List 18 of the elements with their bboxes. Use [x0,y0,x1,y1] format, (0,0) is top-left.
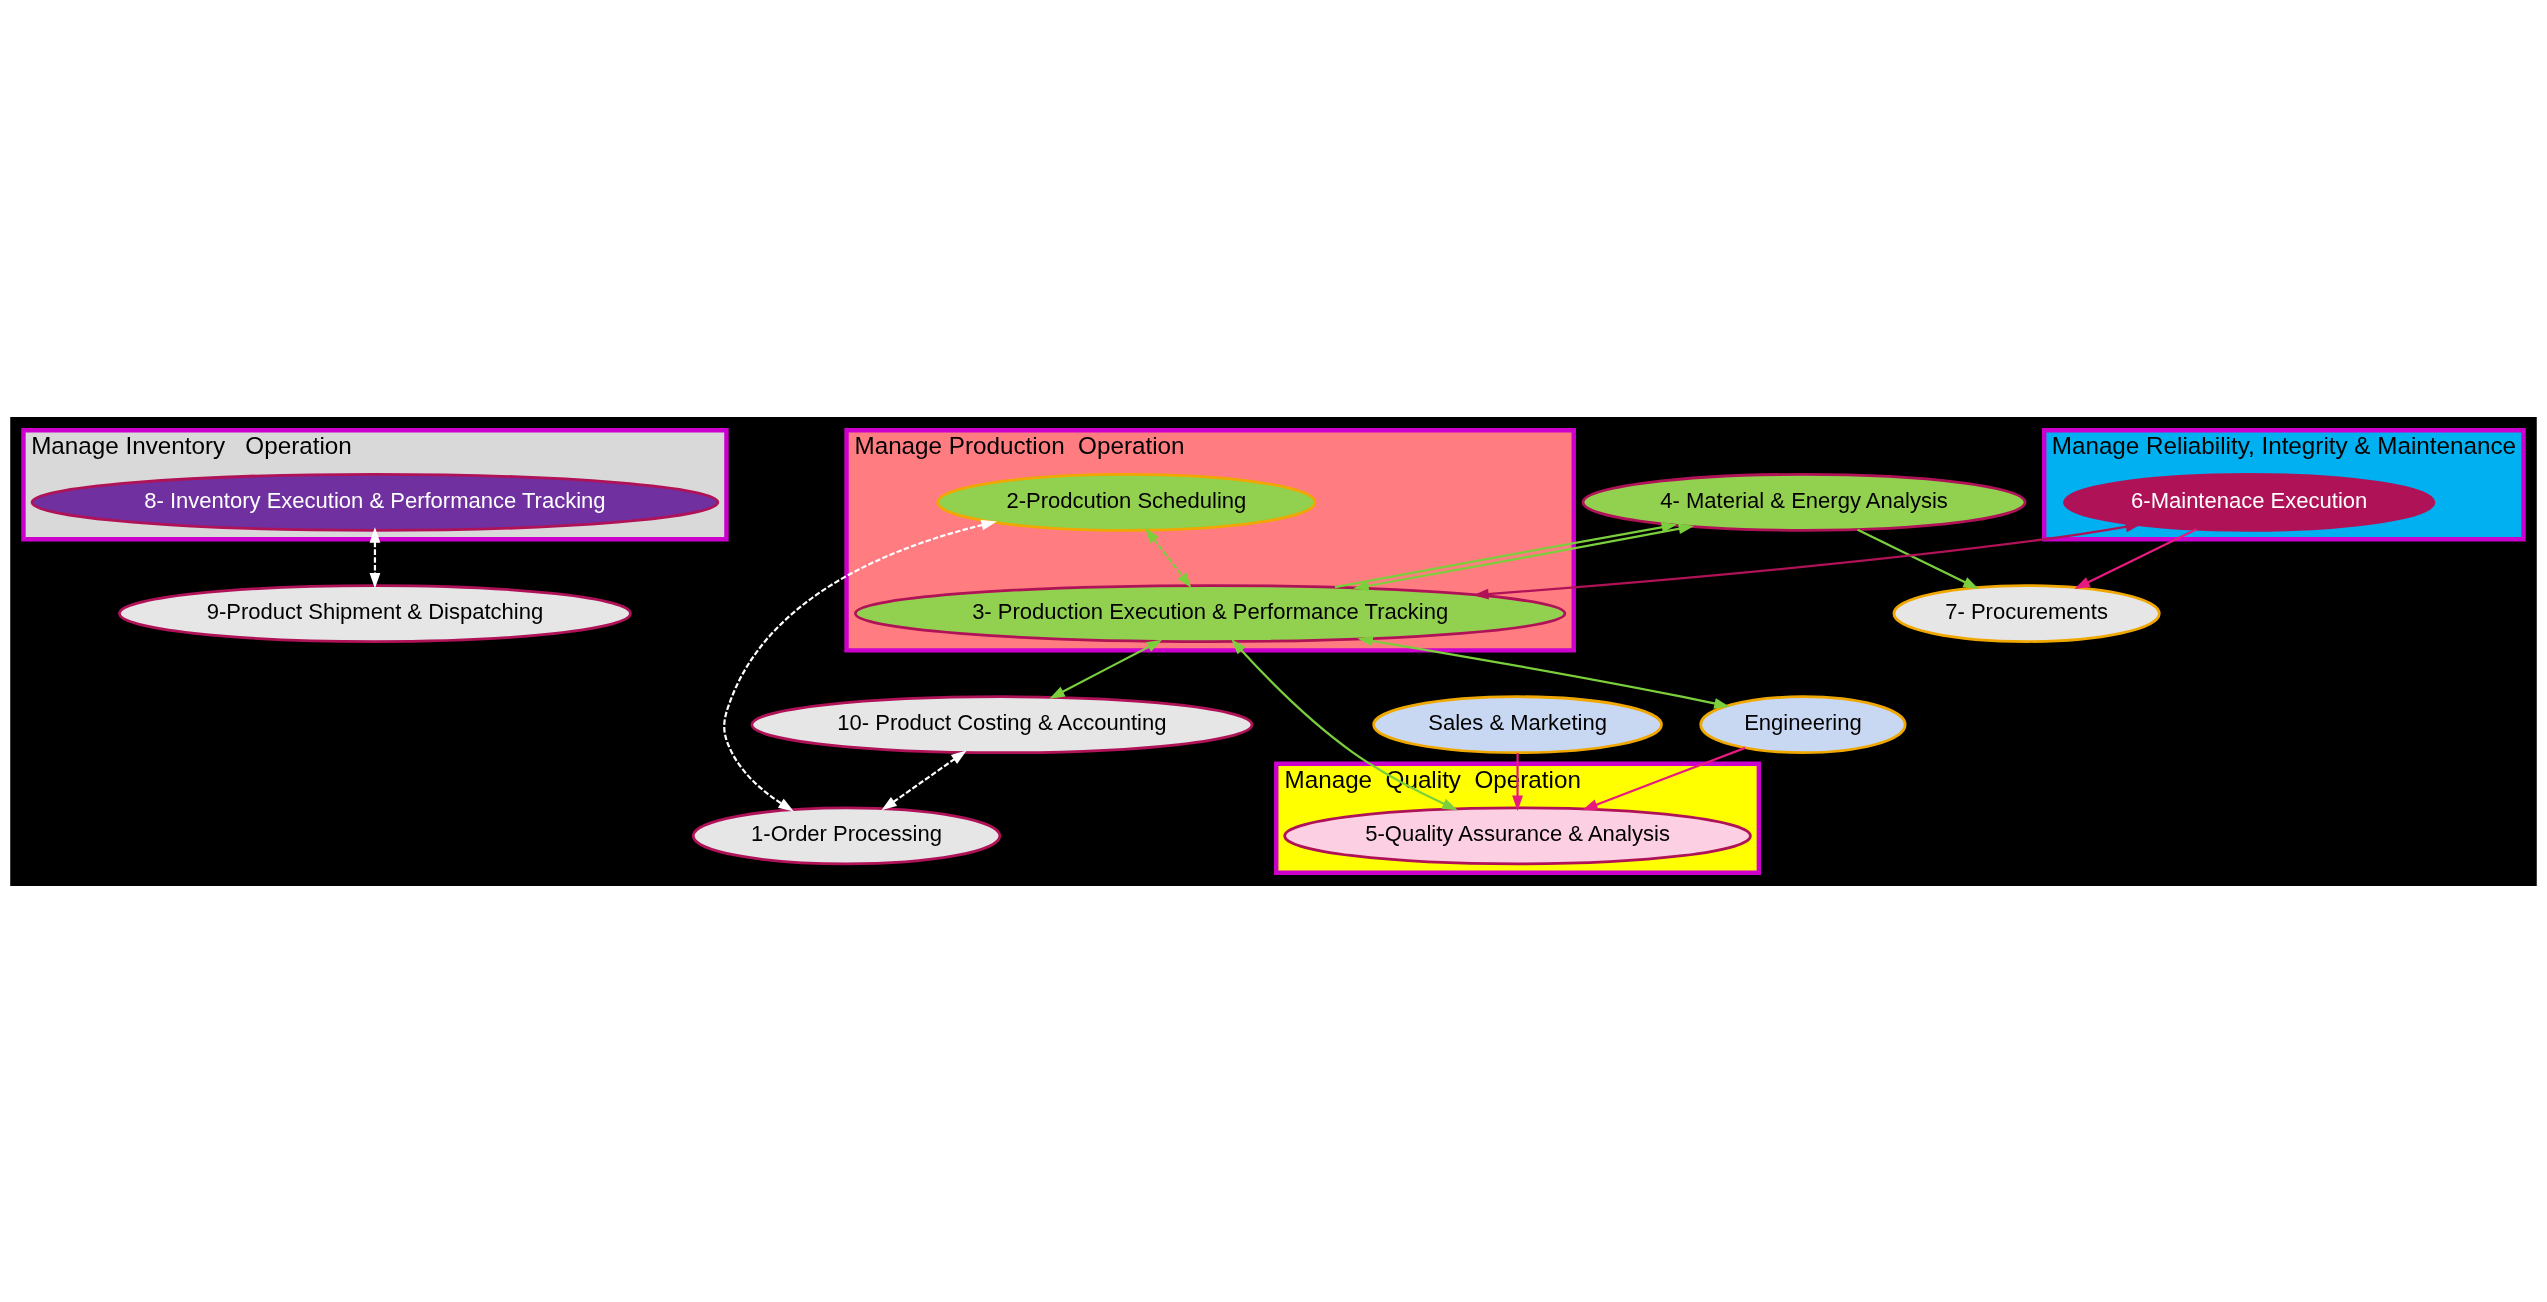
arrow [1857,528,1979,589]
arrow [369,526,381,589]
node-ellipse: 9-Product Shipment & Dispatching [118,583,632,643]
node-ellipse: 3- Production Execution & Performance Tracking [854,583,1567,643]
arrow [1049,639,1163,699]
node-ellipse: 7- Procurements [1892,583,2161,643]
node-ellipse: 10- Product Costing & Accounting [750,694,1254,754]
node-ellipse: 1-Order Processing [691,806,1002,865]
node-ellipse: Sales & Marketing [1372,694,1663,754]
node-ellipse: 5-Quality Assurance & Analysis [1283,806,1752,865]
arrow [881,750,967,810]
arrow [723,519,997,811]
arrow [1231,638,1458,810]
arrow [1582,746,1746,810]
arrow [2074,527,2197,589]
node-ellipse: 8- Inventory Execution & Performance Tracking [30,472,720,532]
arrow [1357,635,1730,709]
arrow [1145,527,1192,588]
